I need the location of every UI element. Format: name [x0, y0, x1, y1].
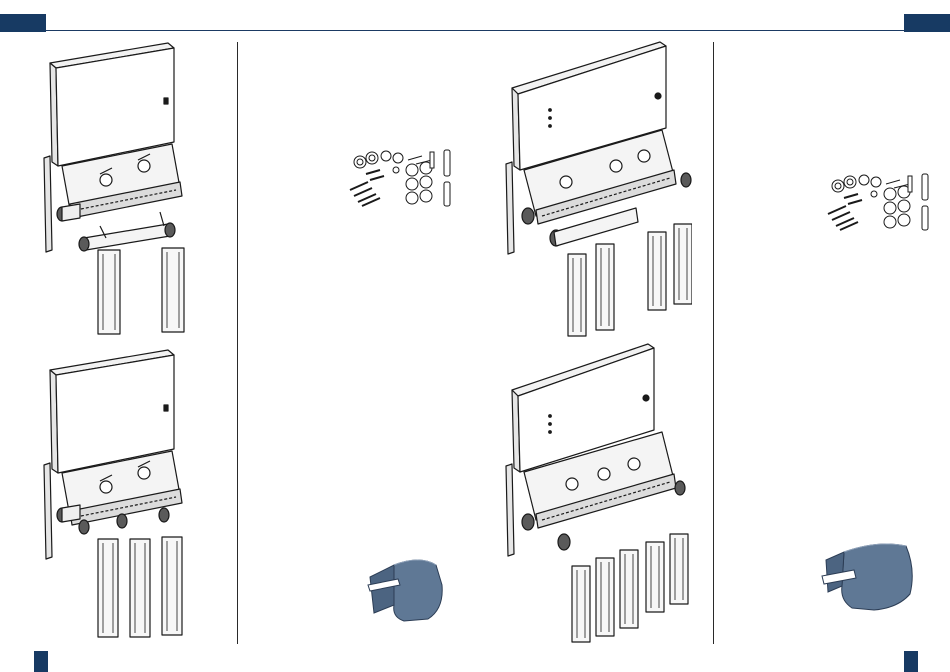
end-cap-right-illustration	[818, 540, 918, 612]
station-5-filters-illustration	[502, 340, 692, 645]
station-3-filters-illustration	[40, 345, 230, 645]
station-4-filters-illustration	[502, 38, 692, 338]
footer-tab-right	[904, 651, 918, 672]
header-tab-left	[0, 14, 46, 32]
footer-tab-left	[34, 651, 48, 672]
station-2-filters-illustration	[40, 38, 230, 338]
end-cap-left-illustration	[364, 555, 448, 625]
fitting-kit-right-illustration	[824, 170, 936, 236]
header-tab-right	[904, 14, 950, 32]
column-divider-left	[237, 42, 238, 644]
header-rule	[0, 30, 950, 31]
fitting-kit-left-illustration	[346, 146, 458, 212]
column-divider-right	[713, 42, 714, 644]
